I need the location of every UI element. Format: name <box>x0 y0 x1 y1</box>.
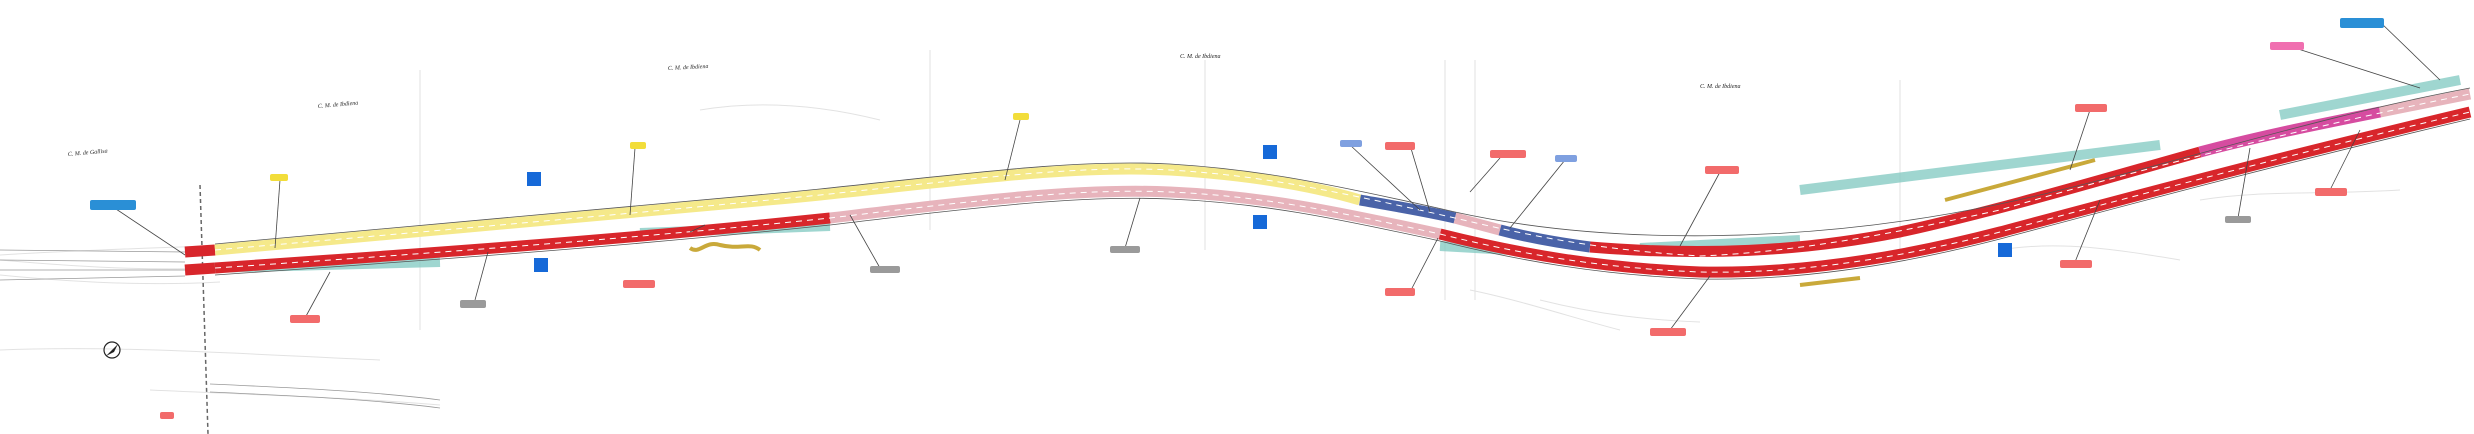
callout-tag-yellow <box>1013 113 1029 120</box>
sign-marker <box>1998 243 2012 257</box>
sign-markers <box>527 145 2012 272</box>
sign-marker <box>527 172 541 186</box>
callout-tag-red <box>2315 188 2347 196</box>
background-linework <box>0 50 2401 406</box>
callout-tag-yellow <box>270 174 288 181</box>
road-edges <box>214 87 2471 280</box>
callout-tag-red <box>290 315 320 323</box>
boundary-line <box>199 184 209 434</box>
callout-tag-red <box>623 280 655 288</box>
callout-tag-red <box>1385 142 1415 150</box>
callout-tag-grey <box>2225 216 2251 223</box>
side-paths <box>688 158 2096 287</box>
sign-marker <box>1263 145 1277 159</box>
callout-tag-red <box>2060 260 2092 268</box>
callout-leaders <box>109 21 2441 331</box>
sign-marker <box>1253 215 1267 229</box>
callout-tag-blue <box>90 200 136 210</box>
area-label: C. M. de Ibdiena <box>1700 84 1741 90</box>
callout-tag-blue <box>1555 155 1577 162</box>
callout-tag-red <box>1490 150 1526 158</box>
callout-tag-grey <box>870 266 900 273</box>
callout-tag-red <box>2075 104 2107 112</box>
callout-tags <box>90 18 2384 419</box>
approach-roads <box>0 249 441 409</box>
centerlines <box>214 93 2471 273</box>
callout-tag-pink <box>2270 42 2304 50</box>
area-labels: C. M. de Gallisa C. M. de Ibdiena C. M. … <box>68 54 1741 158</box>
area-label: C. M. de Gallisa <box>68 149 108 158</box>
compass-icon <box>103 341 121 359</box>
area-label: C. M. de Ibdiena <box>318 100 359 110</box>
callout-tag-grey <box>460 300 486 308</box>
callout-tag-blue <box>1340 140 1362 147</box>
sign-marker <box>534 258 548 272</box>
callout-tag-blue <box>2340 18 2384 28</box>
callout-tag-yellow <box>630 142 646 149</box>
callout-tag-red <box>1705 166 1739 174</box>
area-label: C. M. de Ibdiena <box>668 64 709 72</box>
callout-tag-red <box>1650 328 1686 336</box>
callout-tag-red <box>1385 288 1415 296</box>
callout-tag-red <box>160 412 174 419</box>
callout-tag-grey <box>1110 246 1140 253</box>
area-label: C. M. de Ibdiena <box>1180 54 1221 60</box>
